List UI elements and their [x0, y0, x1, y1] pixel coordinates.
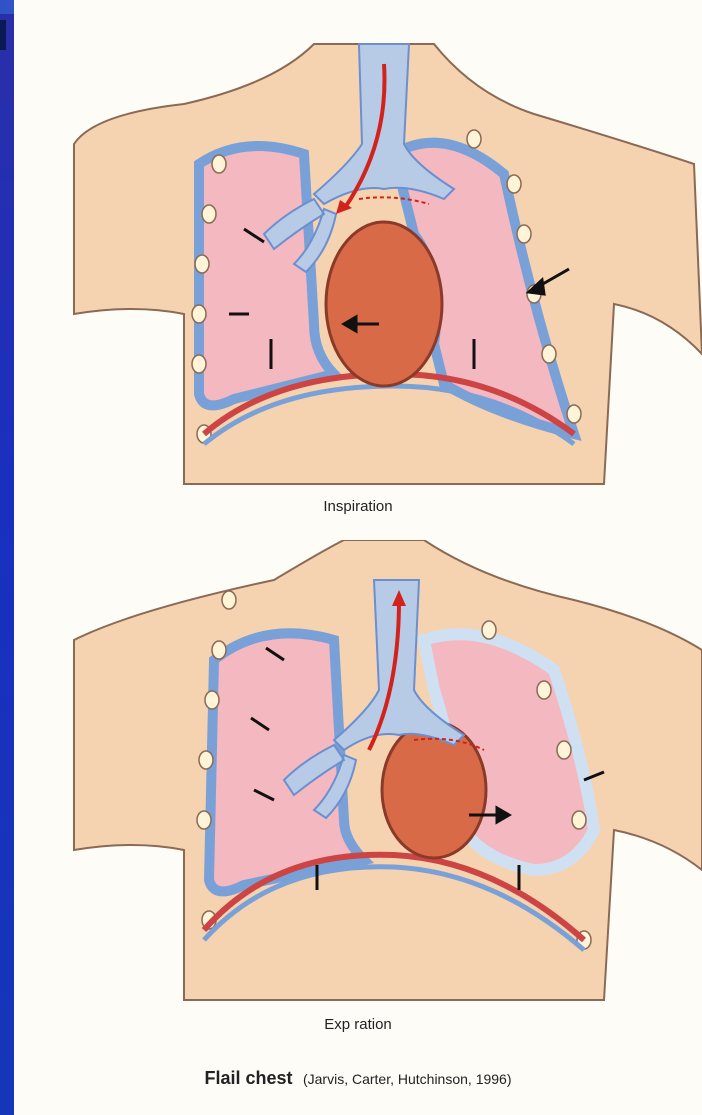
- figure-title: Flail chest: [204, 1068, 292, 1088]
- expiration-diagram: [14, 540, 702, 1010]
- inspiration-diagram: [14, 14, 702, 494]
- heart: [382, 722, 486, 858]
- figure-page: Inspiration: [14, 0, 702, 1115]
- figure-source: (Jarvis, Carter, Hutchinson, 1996): [303, 1071, 512, 1087]
- inspiration-caption: Inspiration: [14, 498, 702, 515]
- left-edge-mark: [0, 20, 6, 50]
- expiration-caption: Exp ration: [14, 1016, 702, 1033]
- figure-credit: Flail chest (Jarvis, Carter, Hutchinson,…: [14, 1068, 702, 1089]
- heart: [326, 222, 442, 386]
